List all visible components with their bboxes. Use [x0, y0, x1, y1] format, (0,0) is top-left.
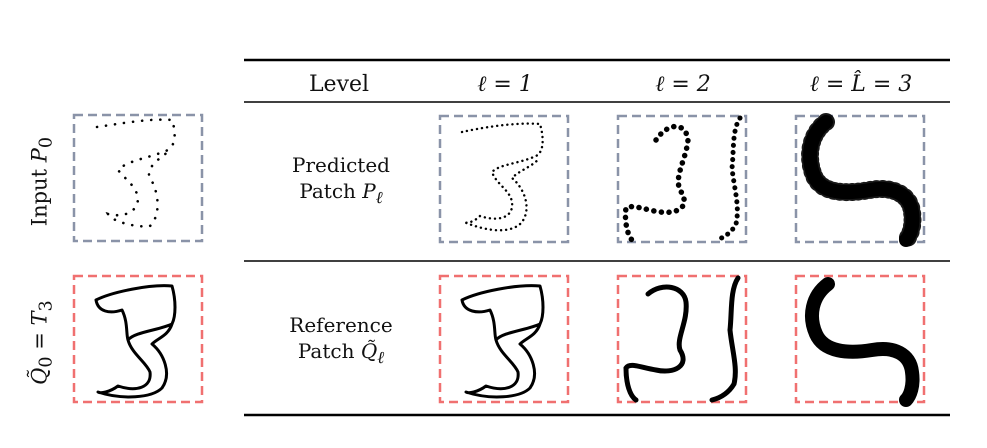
side-label-input: Input P0: [27, 137, 57, 227]
pred-l2-dotted-curve-b: [713, 115, 743, 243]
header-level-2: ℓ = 2: [655, 72, 711, 97]
pred-l1-box: [438, 114, 570, 244]
ref-l1-solid-three: [460, 284, 545, 399]
row-label-reference-line2: Patch Q̃ℓ: [297, 339, 385, 367]
side-label-target: Q̃0 = T3: [27, 300, 57, 385]
ref-l3-box: [794, 274, 926, 404]
ref-l1-box: [438, 274, 570, 404]
ref-l3-thick-curve: [805, 277, 920, 407]
row-label-predicted-line1: Predicted: [292, 153, 390, 177]
pred-l3-thick-curve-beads: [801, 113, 922, 249]
header-level-1: ℓ = 1: [477, 72, 533, 97]
row-label-predicted: Predicted Patch Pℓ: [266, 152, 416, 211]
target-box: [72, 274, 204, 404]
row-label-predicted-line2: Patch Pℓ: [299, 179, 383, 207]
header-level: Level: [308, 72, 370, 97]
ref-l2-solid-curve-a: [623, 284, 689, 403]
pred-l1-dotted-three: [460, 122, 544, 232]
row-label-reference: Reference Patch Q̃ℓ: [266, 312, 416, 371]
pred-l3-box: [794, 114, 926, 244]
input-box: [72, 113, 204, 243]
input-dotted-three: [95, 118, 176, 228]
pred-l2-box: [616, 114, 748, 244]
header-level-3: ℓ = L̂ = 3: [809, 72, 913, 97]
row-label-reference-line1: Reference: [289, 313, 393, 337]
ref-l2-box: [616, 274, 748, 404]
target-solid-three: [94, 284, 177, 399]
ref-l2-solid-curve-b: [709, 275, 741, 403]
pred-l2-dotted-curve-a: [622, 123, 691, 243]
